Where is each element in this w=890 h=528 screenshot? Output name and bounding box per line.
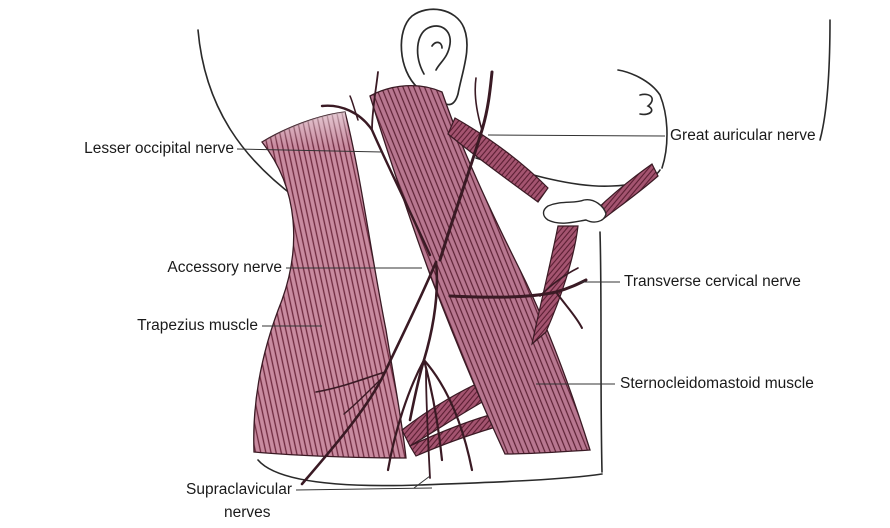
trapezius-muscle <box>254 112 406 458</box>
label-supraclavicular-nerves-line1: Supraclavicular <box>90 481 292 499</box>
label-sternocleidomastoid-muscle: Sternocleidomastoid muscle <box>620 375 814 393</box>
label-transverse-cervical-nerve: Transverse cervical nerve <box>624 273 801 291</box>
label-great-auricular-nerve: Great auricular nerve <box>670 127 816 145</box>
hyoid-bone <box>544 200 607 223</box>
omohyoid-muscle <box>532 226 578 344</box>
label-lesser-occipital-nerve: Lesser occipital nerve <box>6 140 234 158</box>
label-accessory-nerve: Accessory nerve <box>80 259 282 277</box>
label-supraclavicular-nerves-line2: nerves <box>224 504 271 522</box>
label-trapezius-muscle: Trapezius muscle <box>60 317 258 335</box>
